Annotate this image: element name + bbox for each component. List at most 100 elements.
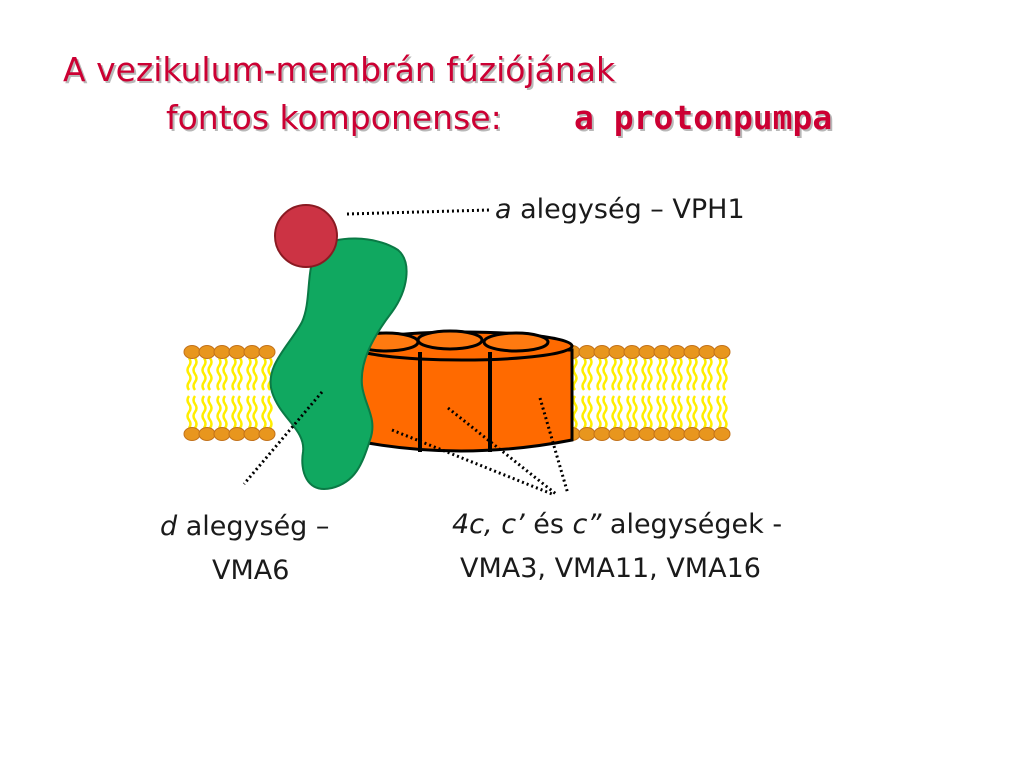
lipid-tail (662, 395, 668, 429)
lipid-head (593, 345, 611, 359)
lipid-head (213, 427, 231, 441)
lipid-tail (596, 395, 602, 429)
label-c-italic-1: 4c, c’ (452, 509, 525, 540)
label-c-text: alegységek - (601, 509, 783, 540)
lipid-tail (707, 357, 713, 391)
lipid-head (683, 427, 701, 441)
lipid-head (653, 427, 671, 441)
lipid-tail (722, 395, 728, 429)
leader-lines (242, 208, 570, 496)
lipid-tail (647, 395, 653, 429)
lipid-head (228, 345, 246, 359)
lipid-tail (677, 357, 683, 391)
lipid-head (698, 345, 716, 359)
lipid-tail (701, 357, 707, 391)
lipid-tail (572, 357, 578, 391)
lipid-head (638, 427, 656, 441)
lipid-tail (707, 395, 713, 429)
lipid-tail (656, 357, 662, 391)
lipid-head (653, 345, 671, 359)
lipid-head (713, 427, 731, 441)
lipid-tail (692, 357, 698, 391)
lipid-head (638, 345, 656, 359)
lipid-head (243, 427, 261, 441)
lipid-tail (231, 395, 237, 429)
lipid-tail (641, 357, 647, 391)
lipid-tail (216, 395, 222, 429)
lipid-head (623, 427, 641, 441)
lipid-head (258, 427, 276, 441)
lipid-tail (611, 357, 617, 391)
lipid-tail (237, 395, 243, 429)
lipid-tail (186, 357, 192, 391)
label-c-subunits: 4c, c’ és c” alegységek - (452, 508, 782, 542)
lipid-tail (596, 357, 602, 391)
lipid-tail (677, 395, 683, 429)
lipid-tail (246, 357, 252, 391)
lipid-tail (572, 395, 578, 429)
lipid-head (713, 345, 731, 359)
lipid-head (668, 345, 686, 359)
lipid-head (258, 345, 276, 359)
lipid-tail (581, 357, 587, 391)
lipid-tail (692, 395, 698, 429)
lipid-tail (207, 357, 213, 391)
lipid-tail (252, 395, 258, 429)
lipid-tail (632, 395, 638, 429)
lipid-tail (237, 357, 243, 391)
lipid-tail (716, 357, 722, 391)
lipid-tail (192, 395, 198, 429)
lipid-tail (626, 395, 632, 429)
lipid-tail (587, 357, 593, 391)
lipid-head (578, 345, 596, 359)
lipid-tail (267, 395, 273, 429)
lipid-tail (686, 357, 692, 391)
lipid-tail (626, 357, 632, 391)
lipid-tail (716, 395, 722, 429)
title-line-2: fontos komponense: (166, 98, 502, 137)
lipid-tail (267, 357, 273, 391)
lipid-tail (617, 395, 623, 429)
lipid-head (668, 427, 686, 441)
lipid-tail (662, 357, 668, 391)
lipid-tail (602, 395, 608, 429)
title-highlight: a protonpumpa (574, 98, 833, 137)
lipid-tail (222, 357, 228, 391)
lipid-tail (656, 395, 662, 429)
lipid-tail (701, 395, 707, 429)
lipid-tail (686, 395, 692, 429)
lipid-head (228, 427, 246, 441)
lipid-head (683, 345, 701, 359)
membrane-lipid-tails (186, 357, 728, 429)
lipid-tail (216, 357, 222, 391)
lipid-tail (617, 357, 623, 391)
membrane-lipid-heads (183, 345, 731, 441)
lipid-tail (186, 395, 192, 429)
lipid-tail (201, 395, 207, 429)
lipid-tail (671, 395, 677, 429)
label-c-italic-2: c” (572, 509, 602, 540)
c-ring-cylinder (350, 329, 574, 453)
green-subunit-body (269, 237, 408, 490)
label-d-line2: VMA6 (212, 555, 290, 586)
label-a-subunit: a alegység – VPH1 (495, 193, 745, 227)
lipid-tail (611, 395, 617, 429)
lipid-tail (261, 357, 267, 391)
lipid-head (608, 345, 626, 359)
a-subunit-ball (274, 204, 338, 268)
title-line-1: A vezikulum-membrán fúziójának (63, 50, 616, 89)
label-c-line2: VMA3, VMA11, VMA16 (460, 553, 761, 584)
lipid-tail (581, 395, 587, 429)
lipid-tail (602, 357, 608, 391)
label-d-text: alegység – (177, 511, 330, 542)
lipid-head (198, 345, 216, 359)
lipid-tail (231, 357, 237, 391)
lipid-head (578, 427, 596, 441)
lipid-tail (252, 357, 258, 391)
lipid-tail (201, 357, 207, 391)
lipid-head (183, 345, 201, 359)
lipid-tail (587, 395, 593, 429)
lipid-tail (192, 357, 198, 391)
lipid-tail (246, 395, 252, 429)
